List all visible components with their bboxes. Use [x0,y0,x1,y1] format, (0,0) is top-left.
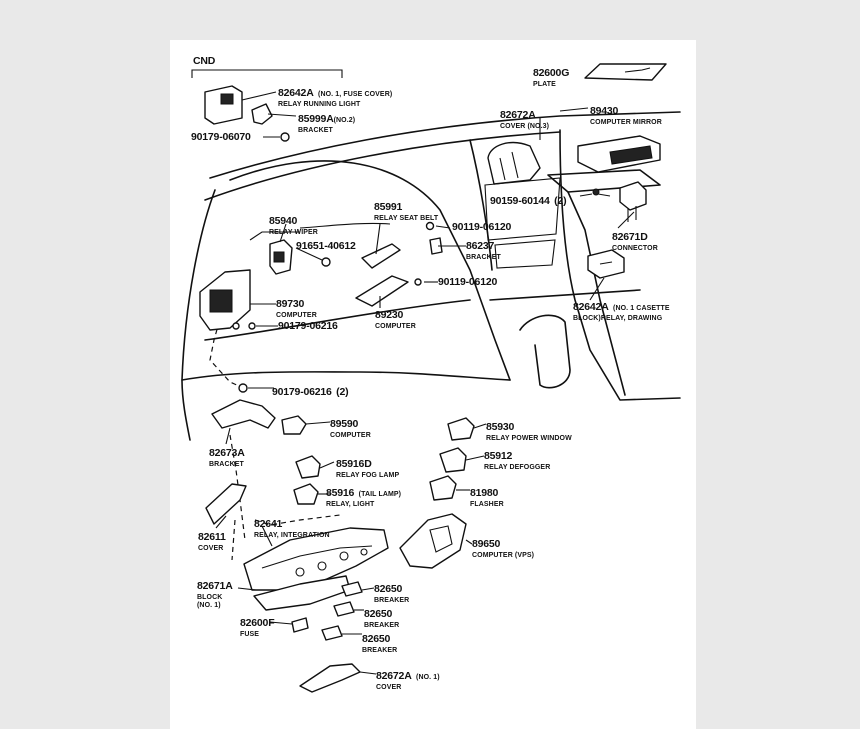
part-label-90119-06120-b: 90119-06120 [438,276,498,288]
part-label-82600g: 82600G PLATE [533,67,570,88]
part-label-85940: 85940 RELAY WIPER [269,215,318,236]
part-label-82650-c: 82650 BREAKER [362,633,398,654]
part-label-85916d: 85916D RELAY FOG LAMP [336,458,400,479]
leader-lines [215,91,635,675]
cnd-group-label: CND [193,55,216,67]
part-label-86237: 86237 BRACKET [466,240,501,261]
part-label-90179-06216-a: 90179-06216 [278,320,338,332]
dashed-leader-lines [209,311,341,561]
part-label-85912: 85912 RELAY DEFOGGER [484,450,551,471]
part-label-85916: 85916 (TAIL LAMP) RELAY, LIGHT [326,487,402,508]
part-label-81980: 81980 FLASHER [470,487,504,508]
part-label-85930: 85930 RELAY POWER WINDOW [486,421,572,442]
part-label-82650-a: 82650 BREAKER [374,583,410,604]
part-label-82672a-no3: 82672A COVER (NO.3) [500,109,550,130]
cnd-group-bracket [191,69,343,78]
part-label-89730: 89730 COMPUTER [276,298,317,319]
part-label-89230: 89230 COMPUTER [375,309,416,330]
part-label-82671d: 82671D CONNECTOR [612,231,658,252]
part-label-82672a-no1: 82672A (NO. 1) COVER [376,670,440,691]
part-label-90119-06120-a: 90119-06120 [452,221,512,233]
part-label-82641: 82641 RELAY, INTEGRATION [254,518,330,539]
part-label-90159-60144: 90159-60144 (2) [490,195,567,207]
part-label-82642a-fuse-cover: 82642A (NO. 1, FUSE COVER) RELAY RUNNING… [278,87,393,108]
part-label-85999a: 85999A(NO.2) BRACKET [298,113,356,134]
part-label-85991: 85991 RELAY SEAT BELT [374,201,439,222]
part-label-89650: 89650 COMPUTER (VPS) [472,538,535,559]
part-label-82650-b: 82650 BREAKER [364,608,400,629]
part-label-82642a-cassette: 82642A (NO. 1 CASETTE BLOCK)RELAY, DRAWI… [573,301,670,322]
part-label-82673a: 82673A BRACKET [209,447,245,468]
part-label-91651-40612: 91651-40612 [296,240,356,252]
relay-running-light-shape [204,85,243,125]
part-label-82671a: 82671A BLOCK (NO. 1) [197,580,233,609]
part-shapes [199,63,667,693]
part-label-82611: 82611 COVER [198,531,226,552]
integration-relay-block-shape [243,527,389,591]
part-label-90179-06070: 90179-06070 [191,131,251,143]
part-label-89430: 89430 COMPUTER MIRROR [590,105,662,126]
part-label-90179-06216-b: 90179-06216 (2) [272,386,349,398]
part-label-89590: 89590 COMPUTER [330,418,371,439]
part-label-82600f: 82600F FUSE [240,617,275,638]
